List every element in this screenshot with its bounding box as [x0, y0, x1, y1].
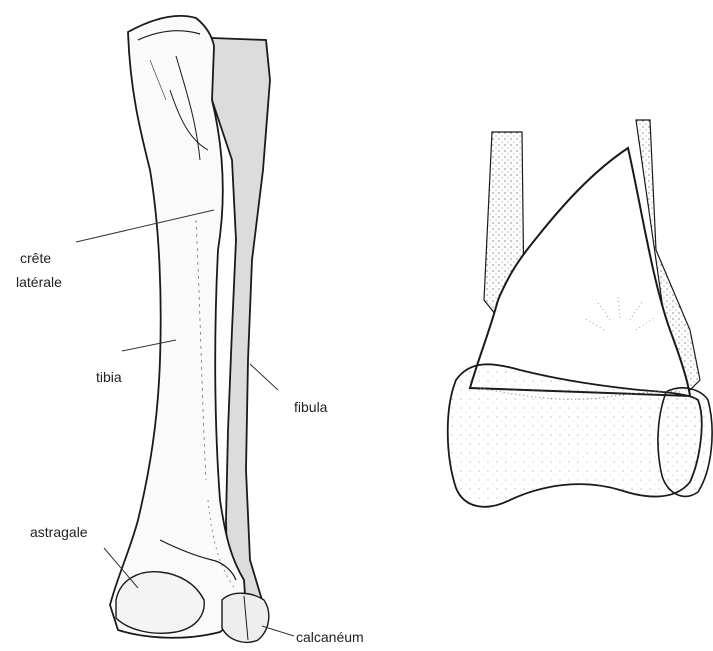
leader-calcaneum [262, 626, 294, 636]
label-tibia: tibia [96, 369, 122, 385]
label-calcaneum: calcanéum [296, 629, 364, 645]
label-crete-line1: crête [20, 250, 51, 266]
label-astragale: astragale [30, 524, 88, 540]
label-fibula: fibula [294, 399, 328, 415]
calcaneum-bone [222, 593, 269, 642]
label-crete-line2: latérale [16, 274, 62, 290]
tibia-fibula-drawing [110, 16, 270, 642]
distal-detail-drawing [448, 120, 712, 507]
leader-fibula [250, 364, 278, 390]
detail-right-condyle [658, 388, 712, 497]
